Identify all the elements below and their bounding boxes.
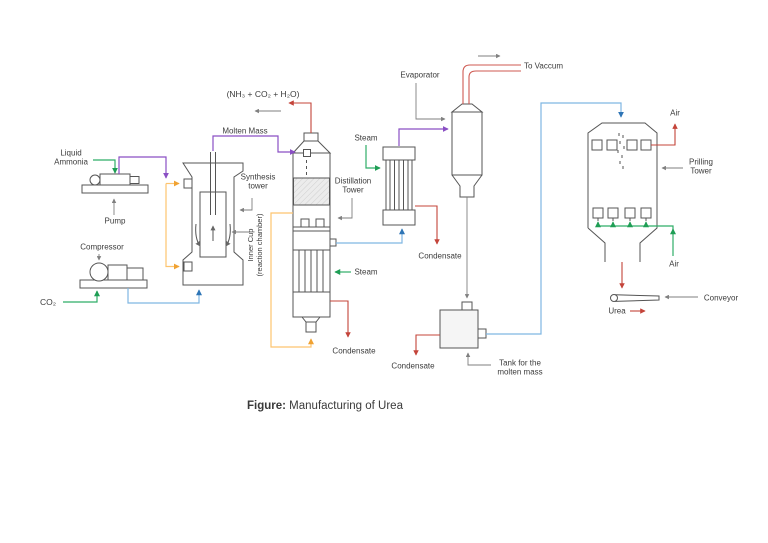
molten-mass-tank-shape	[439, 301, 487, 349]
tower-inlet-lines	[165, 180, 180, 270]
steam-exchanger-label: Steam	[354, 133, 378, 143]
offgas-line	[288, 100, 312, 133]
label-pointers	[96, 53, 698, 366]
prill-spray-dots	[617, 133, 625, 169]
steam-distillation-label: Steam	[354, 267, 378, 277]
condensate-tank-label: Condensate	[391, 361, 435, 371]
synthesis-tower-label: Synthesis tower	[240, 172, 276, 191]
inner-cup-label: Inner Cup (reaction chamber)	[246, 213, 264, 277]
to-vaccum-pipe	[462, 64, 521, 104]
molten-mass-line	[212, 135, 296, 155]
prilling-tower-label: Prilling Tower	[688, 157, 714, 176]
caption-prefix: Figure:	[247, 400, 286, 412]
pump-shape	[81, 173, 149, 194]
caption-text: Manufacturing of Urea	[285, 400, 403, 412]
steam-exchanger-line	[365, 145, 381, 171]
distillation-tower-shape	[291, 132, 337, 333]
condensate-distillation-label: Condensate	[332, 346, 376, 356]
conveyor-label: Conveyor	[703, 293, 739, 303]
condensate-distillation-line	[330, 300, 351, 338]
distillate-to-exchanger-line	[336, 228, 405, 244]
tank-to-prilling-line	[486, 102, 624, 335]
pump-discharge-line	[118, 156, 169, 179]
distillation-tower-label: Distillation Tower	[334, 176, 372, 195]
figure-caption: Figure: Manufacturing of Urea	[247, 400, 403, 412]
air-outlet-line	[651, 123, 678, 146]
compressor-label: Compressor	[80, 242, 124, 252]
evaporator-label: Evaporator	[400, 70, 440, 80]
pump-label: Pump	[104, 216, 126, 226]
condensate-exchanger-label: Condensate	[418, 251, 462, 261]
compressor-discharge-line	[127, 288, 202, 304]
exchanger-to-evaporator-line	[398, 126, 449, 146]
compressor-shape	[79, 262, 148, 289]
condensate-exchanger-line	[415, 205, 440, 245]
to-vaccum-label: To Vaccum	[524, 61, 563, 71]
evaporator-shape	[450, 103, 484, 198]
prilling-tower-shape	[587, 122, 658, 262]
liquid-ammonia-label: Liquid Ammonia	[54, 148, 88, 167]
heat-exchanger-shape	[382, 146, 416, 226]
molten-mass-label: Molten Mass	[222, 126, 268, 136]
co2-feed-line	[63, 290, 100, 303]
conveyor-shape	[610, 294, 660, 302]
air-out-label: Air	[670, 108, 680, 118]
tank-label: Tank for the molten mass	[497, 358, 543, 377]
air-inlet-line	[595, 221, 676, 256]
air-in-label: Air	[669, 259, 679, 269]
synthesis-tower-shape	[182, 152, 244, 286]
condensate-tank-line	[413, 334, 440, 356]
ammonia-feed-line	[93, 159, 118, 174]
urea-label: Urea	[608, 306, 626, 316]
co2-label: CO₂	[40, 296, 57, 307]
recycle-line	[270, 212, 314, 348]
gas-mixture-label: (NH₃ + CO₂ + H₂O)	[226, 88, 300, 99]
